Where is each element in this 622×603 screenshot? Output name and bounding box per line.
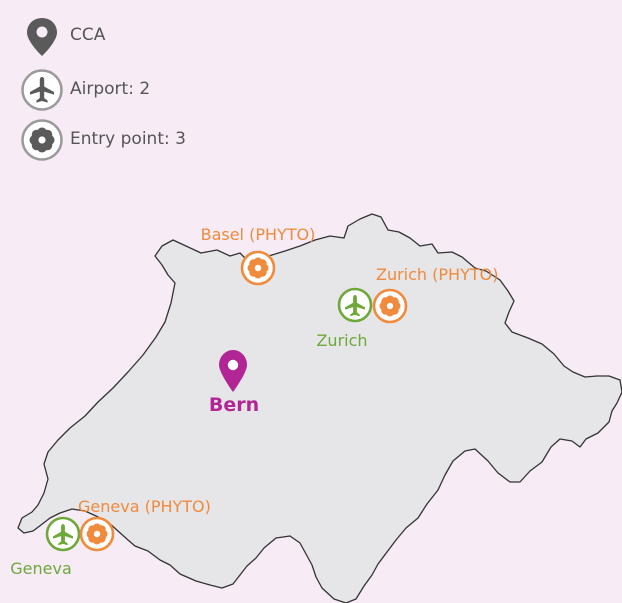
geneva-phyto-label: Geneva (PHYTO) <box>78 497 211 516</box>
bern-capital-label: Bern <box>209 394 259 416</box>
switzerland-outline <box>17 213 622 603</box>
legend-item-entry-point: Entry point: 3 <box>20 118 280 162</box>
bern-cca-pin-icon[interactable] <box>219 350 247 392</box>
geneva-airport-marker[interactable] <box>45 516 81 552</box>
flower-icon <box>21 119 63 161</box>
legend-label-airport: Airport: 2 <box>70 79 151 99</box>
zurich-phyto-label: Zurich (PHYTO) <box>376 265 498 284</box>
basel-entry-point-marker[interactable] <box>240 250 276 286</box>
legend-label-entry-point: Entry point: 3 <box>70 129 186 149</box>
zurich-airport-label: Zurich <box>316 331 367 350</box>
legend-label-cca: CCA <box>70 25 106 45</box>
basel-phyto-label: Basel (PHYTO) <box>201 225 316 244</box>
geneva-entry-point-marker[interactable] <box>79 516 115 552</box>
airplane-icon <box>21 69 63 111</box>
zurich-airport-marker[interactable] <box>337 287 373 323</box>
legend-item-airport: Airport: 2 <box>20 68 280 112</box>
zurich-entry-point-marker[interactable] <box>372 288 408 324</box>
legend-item-cca: CCA <box>20 14 280 58</box>
map-pin-icon <box>27 18 57 56</box>
geneva-airport-label: Geneva <box>10 559 72 578</box>
